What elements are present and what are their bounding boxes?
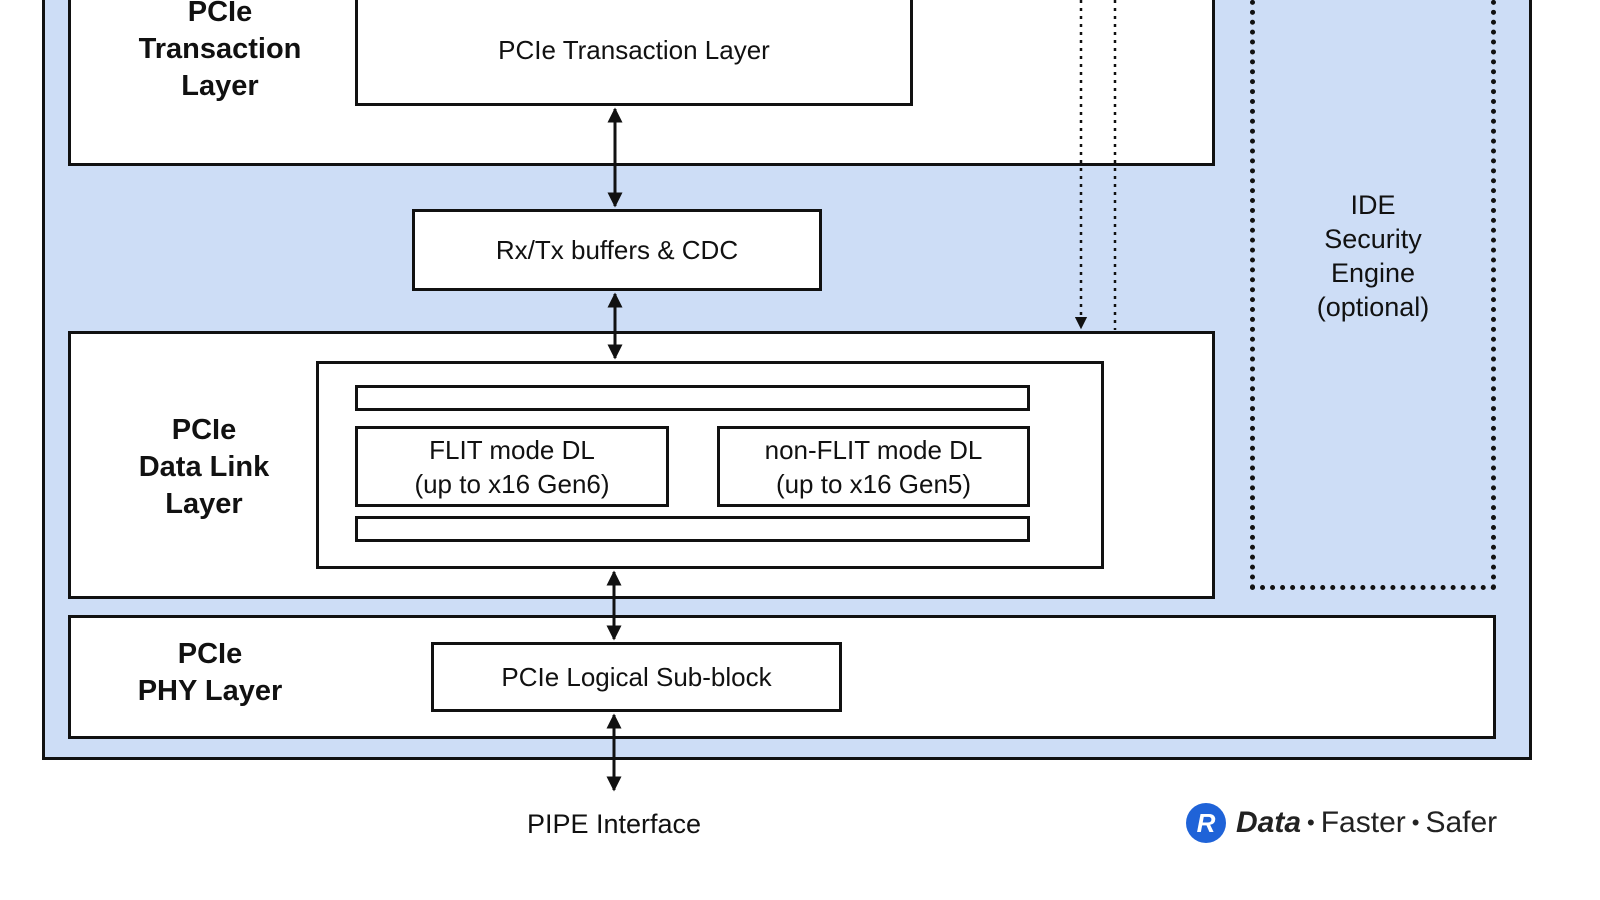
brand-word-faster: Faster	[1320, 806, 1406, 839]
ide-security-engine-box	[1250, 0, 1496, 590]
brand-logo-icon: R	[1186, 803, 1226, 843]
phy-layer-title: PCIe PHY Layer	[137, 638, 283, 707]
brand-word-data: Data	[1236, 806, 1302, 839]
transaction-layer-title: PCIe Transaction Layer	[138, 0, 302, 102]
ide-security-engine-label: IDE Security Engine (optional)	[1316, 190, 1430, 322]
rx-tx-buffers-block: Rx/Tx buffers & CDC	[412, 209, 822, 291]
bullet-separator: •	[1307, 810, 1315, 835]
brand-word-safer: Safer	[1425, 806, 1498, 839]
brand-tagline: R Data • Faster • Safer	[1186, 802, 1497, 844]
bullet-separator: •	[1411, 810, 1420, 835]
pipe-interface-label: PIPE Interface	[526, 809, 702, 839]
logical-sub-block: PCIe Logical Sub-block	[431, 642, 842, 712]
data-link-layer-title: PCIe Data Link Layer	[138, 414, 270, 520]
flit-mode-dl-block: FLIT mode DL (up to x16 Gen6)	[355, 426, 669, 507]
dl-top-bar	[355, 385, 1030, 411]
non-flit-mode-dl-block: non-FLIT mode DL (up to x16 Gen5)	[717, 426, 1030, 507]
dl-bottom-bar	[355, 516, 1030, 542]
transaction-layer-block: PCIe Transaction Layer	[355, 0, 913, 106]
